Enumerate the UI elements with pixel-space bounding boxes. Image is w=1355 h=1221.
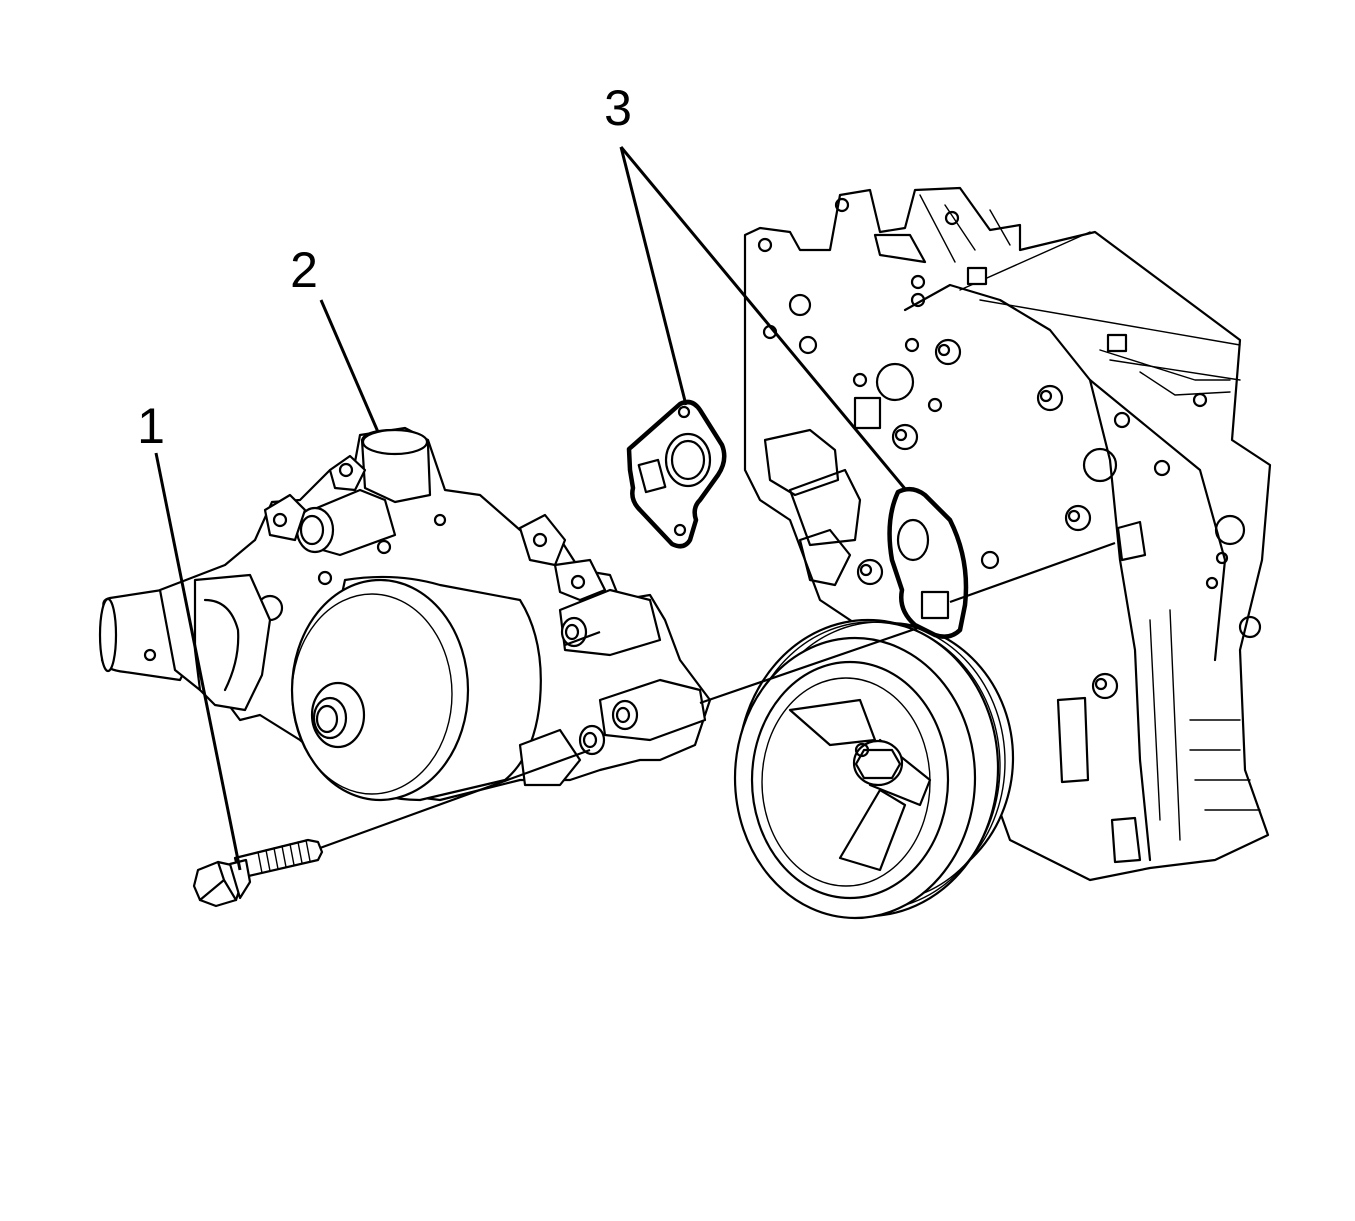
leader-1: [154, 452, 242, 871]
assembly-axis-lines: [319, 541, 1116, 850]
callout-3: 3: [604, 80, 632, 136]
water-pump-bolt: [192, 838, 324, 908]
cover-bolt: [1091, 672, 1119, 700]
cover-bolt: [934, 338, 962, 366]
cover-bolt: [891, 423, 919, 451]
cover-bolt: [966, 266, 988, 286]
cover-bolt: [856, 558, 884, 586]
gasket-loose: [626, 399, 727, 549]
leader-3a: [619, 146, 688, 406]
callout-1: 1: [137, 398, 165, 454]
leader-2: [319, 299, 380, 433]
leader-3b: [619, 146, 908, 491]
callout-2: 2: [290, 242, 318, 298]
cover-bolt: [1106, 333, 1128, 353]
gasket-installed: [887, 486, 969, 639]
water-pump: [98, 426, 712, 802]
cover-bolt: [1036, 384, 1064, 412]
callout-leaders: [154, 146, 908, 871]
crankshaft-balancer: [733, 618, 1015, 920]
cover-bolt: [1064, 504, 1092, 532]
